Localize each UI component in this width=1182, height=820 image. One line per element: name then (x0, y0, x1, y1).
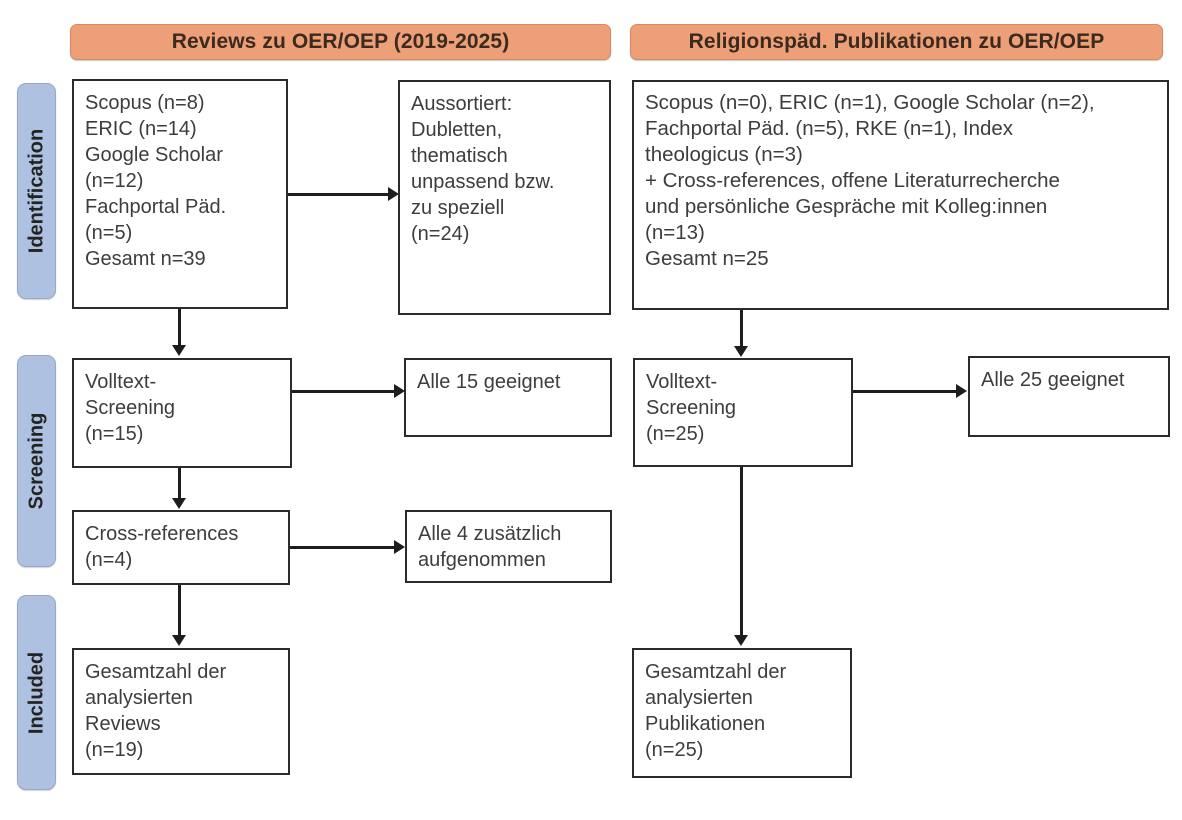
header-right-column: Religionspäd. Publikationen zu OER/OEP (630, 24, 1163, 60)
arrowhead-right-fulltext-to-result (956, 384, 967, 398)
header-left-column: Reviews zu OER/OEP (2019-2025) (70, 24, 611, 60)
connector-left-crossrefs-to-included (178, 585, 181, 637)
arrowhead-left-sources-to-fulltext (172, 345, 186, 356)
arrowhead-right-fulltext-to-included (734, 635, 748, 646)
left-cross-references-box: Cross-references (n=4) (72, 510, 290, 585)
left-cross-references-result-box: Alle 4 zusätzlich aufgenommen (405, 510, 612, 583)
right-fulltext-result-box: Alle 25 geeignet (968, 356, 1170, 437)
stage-pill-screening: Screening (17, 355, 56, 567)
stage-pill-included-label: Included (25, 651, 47, 734)
arrowhead-left-fulltext-to-result (394, 384, 405, 398)
right-identification-sources-box: Scopus (n=0), ERIC (n=1), Google Scholar… (632, 80, 1169, 310)
stage-pill-included: Included (17, 595, 56, 790)
connector-left-fulltext-to-result (292, 390, 396, 393)
connector-right-fulltext-to-included (740, 467, 743, 637)
right-included-total-box: Gesamtzahl der analysierten Publikatione… (632, 648, 852, 778)
connector-left-fulltext-to-crossrefs (178, 468, 181, 500)
arrowhead-left-crossrefs-to-included (172, 635, 186, 646)
connector-left-sources-to-excluded (288, 193, 390, 196)
stage-pill-identification-label: Identification (25, 128, 47, 254)
right-fulltext-screening-box: Volltext- Screening (n=25) (633, 358, 853, 467)
left-fulltext-screening-box: Volltext- Screening (n=15) (72, 358, 292, 468)
left-identification-sources-box: Scopus (n=8) ERIC (n=14) Google Scholar … (72, 79, 288, 309)
header-right-label: Religionspäd. Publikationen zu OER/OEP (688, 30, 1105, 53)
left-included-total-box: Gesamtzahl der analysierten Reviews (n=1… (72, 648, 290, 775)
stage-pill-screening-label: Screening (25, 412, 47, 510)
connector-right-fulltext-to-result (853, 390, 958, 393)
connector-left-sources-to-fulltext (178, 309, 181, 347)
arrowhead-left-crossrefs-to-result (394, 540, 405, 554)
connector-left-crossrefs-to-result (290, 546, 396, 549)
arrowhead-right-sources-to-fulltext (734, 346, 748, 357)
left-excluded-box: Aussortiert: Dubletten, thematisch unpas… (398, 80, 611, 315)
arrowhead-left-fulltext-to-crossrefs (172, 498, 186, 509)
stage-pill-identification: Identification (17, 83, 56, 299)
connector-right-sources-to-fulltext (740, 310, 743, 348)
header-left-label: Reviews zu OER/OEP (2019-2025) (171, 30, 510, 53)
left-fulltext-result-box: Alle 15 geeignet (404, 358, 612, 437)
arrowhead-left-sources-to-excluded (388, 187, 399, 201)
